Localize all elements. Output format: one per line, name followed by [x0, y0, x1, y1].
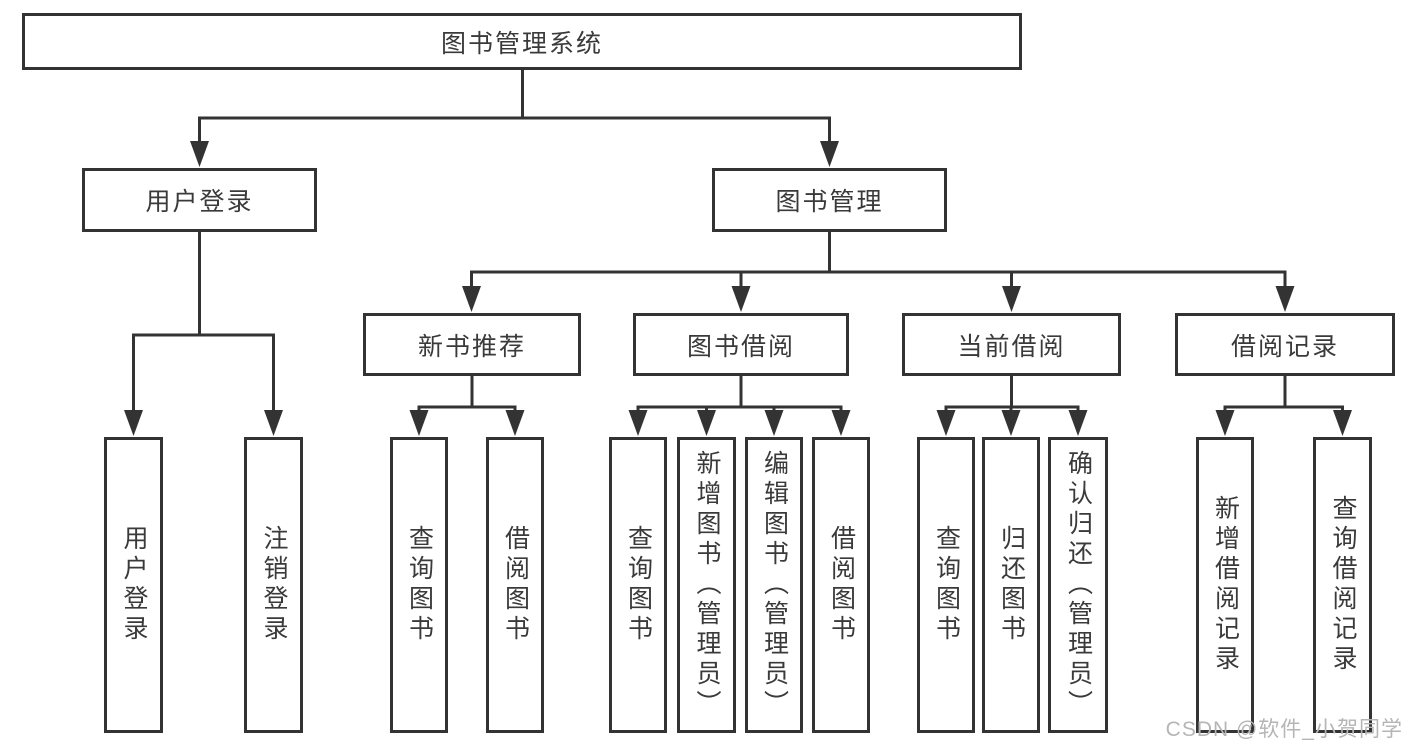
node-new-book-recommendation: 新书推荐	[363, 313, 581, 376]
node-current-borrowing: 当前借阅	[902, 313, 1121, 376]
leaf-cb-query-books: 查询图书	[917, 437, 975, 733]
leaf-bb-add-books-admin: 新增图书（管理员）	[677, 437, 736, 733]
leaf-cb-return-books: 归还图书	[982, 437, 1040, 733]
leaf-logout: 注销登录	[244, 437, 303, 733]
leaf-br-query-borrow-record: 查询借阅记录	[1313, 437, 1372, 733]
leaf-nbr-query-books: 查询图书	[390, 437, 448, 733]
node-book-management: 图书管理	[712, 168, 947, 232]
leaf-bb-query-books: 查询图书	[609, 437, 667, 733]
leaf-cb-confirm-return-admin: 确认归还（管理员）	[1048, 437, 1108, 733]
node-library-management-system: 图书管理系统	[22, 13, 1022, 70]
leaf-user-login: 用户登录	[104, 437, 163, 733]
leaf-bb-edit-books-admin: 编辑图书（管理员）	[745, 437, 803, 733]
leaf-nbr-borrow-books: 借阅图书	[486, 437, 544, 733]
leaf-bb-borrow-books: 借阅图书	[812, 437, 870, 733]
node-borrowing-records: 借阅记录	[1175, 313, 1395, 376]
csdn-watermark: CSDN @软件_小贺同学	[1165, 718, 1403, 741]
node-book-borrowing: 图书借阅	[633, 313, 849, 376]
node-user-login: 用户登录	[82, 168, 317, 232]
leaf-br-add-borrow-record: 新增借阅记录	[1196, 437, 1254, 733]
